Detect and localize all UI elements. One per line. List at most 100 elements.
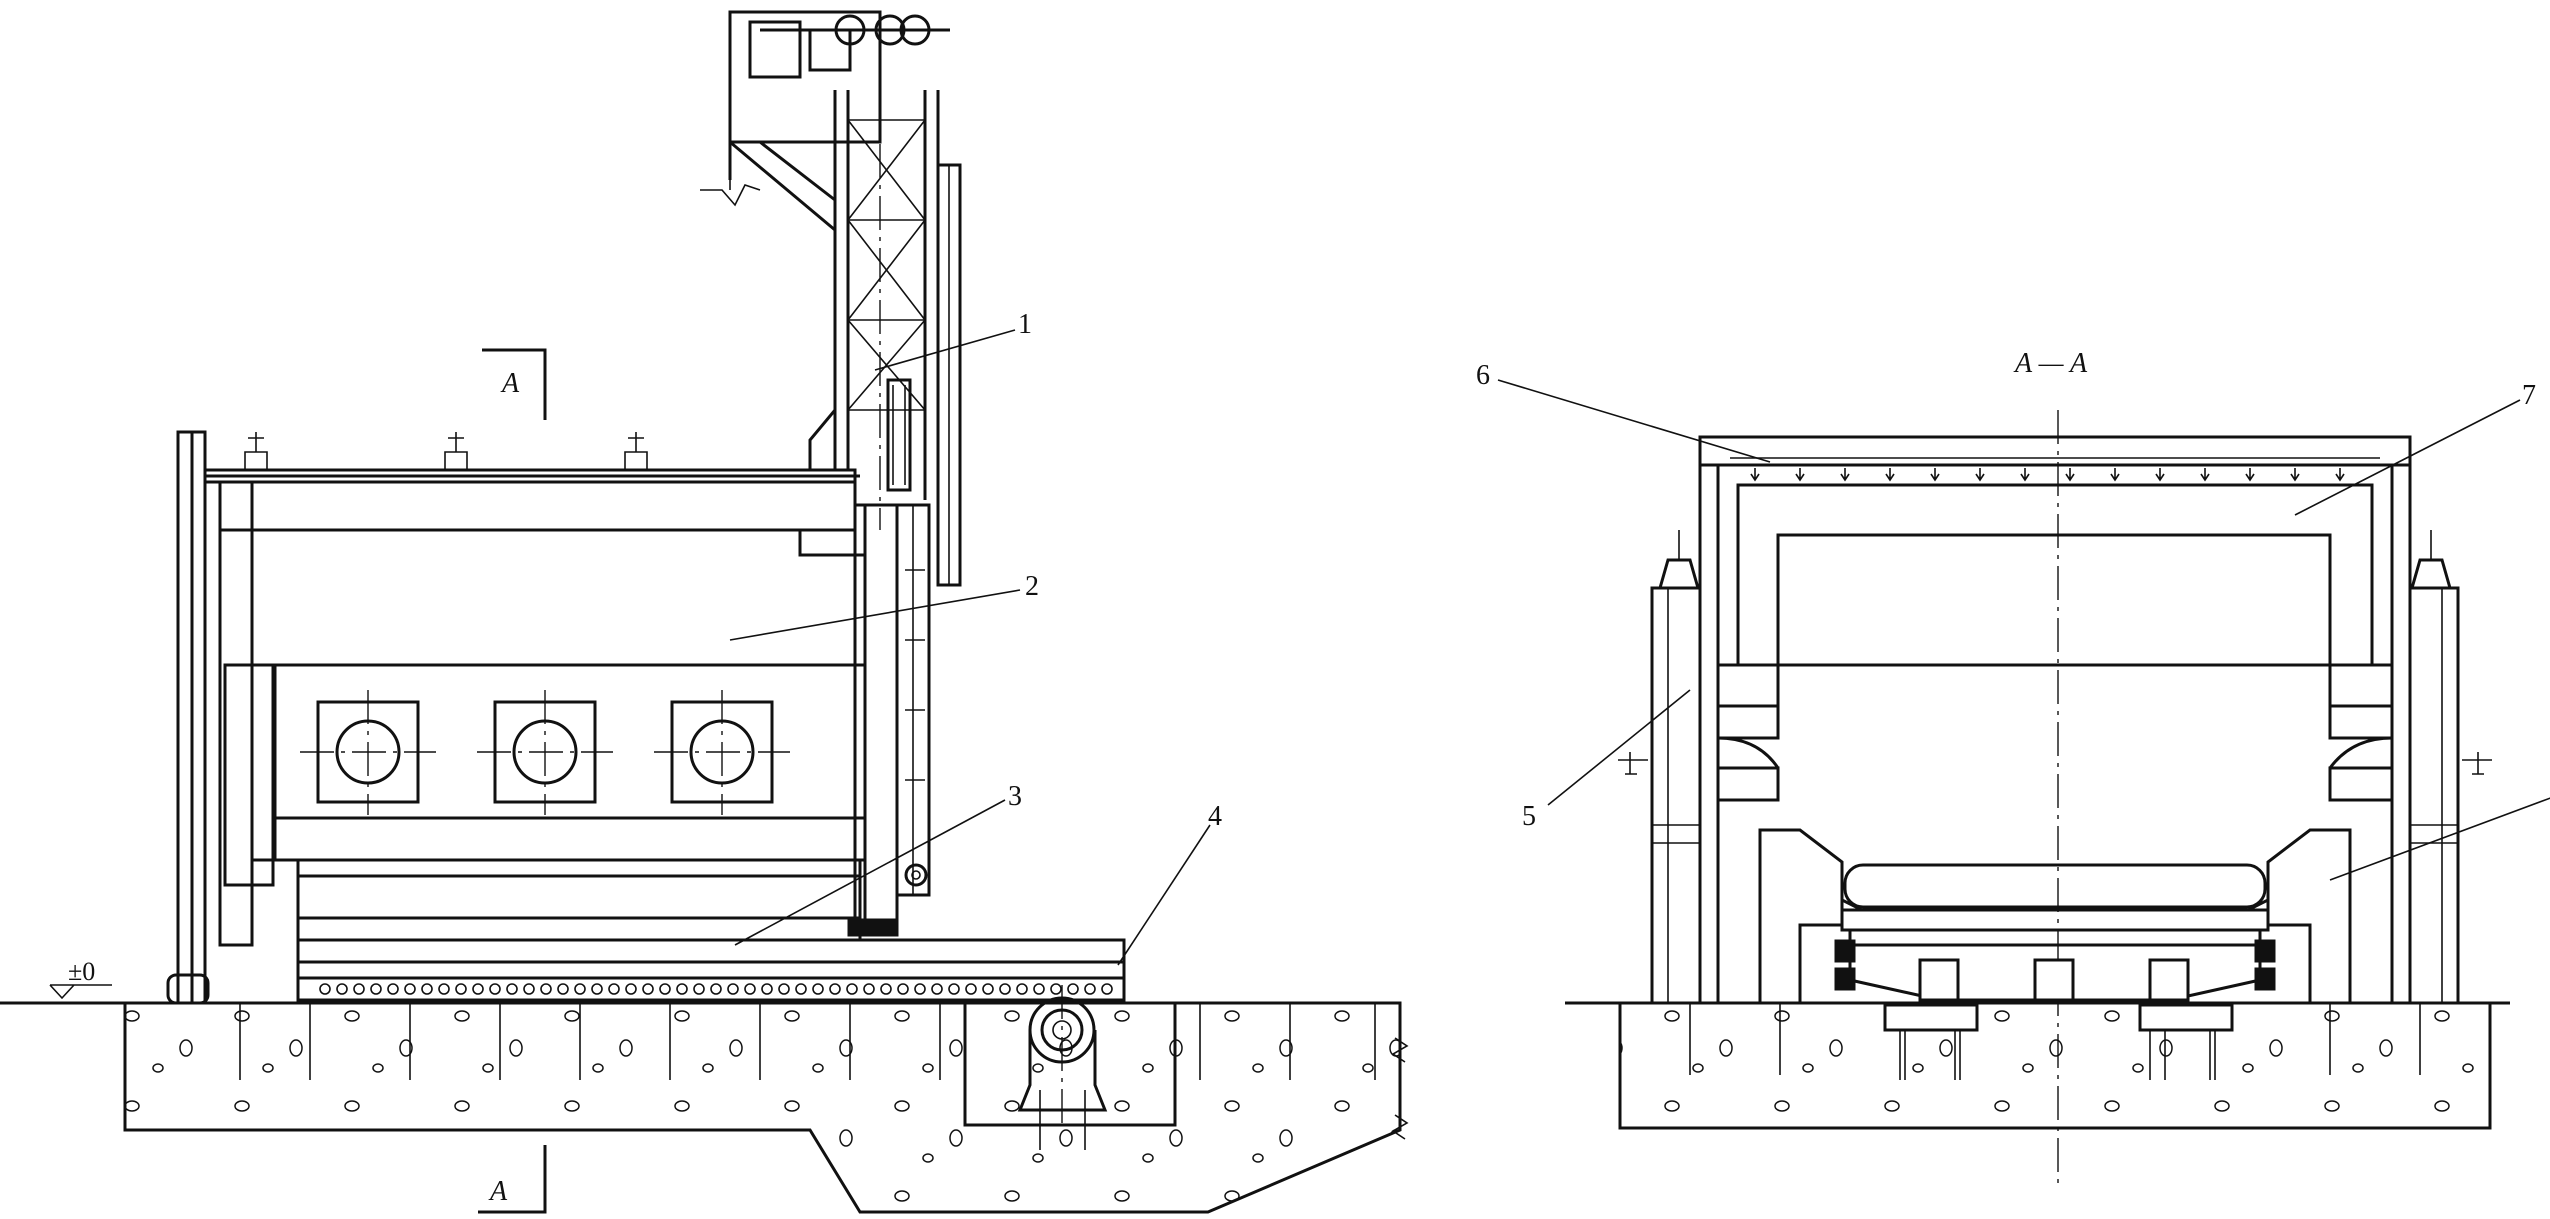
roof-anchor-mark — [2200, 468, 2210, 482]
section-mark-bottom: A — [478, 1145, 547, 1214]
car-wheel — [795, 983, 807, 995]
car-wheel — [948, 983, 960, 995]
section-view-label: A — A — [2013, 348, 2088, 379]
car-wheel — [931, 983, 943, 995]
car-wheel — [438, 983, 450, 995]
furnace-door — [853, 503, 931, 922]
callout-4: 4 — [1117, 801, 1222, 966]
car-wheels — [319, 983, 1113, 995]
side-elevation-view: ±0 — [0, 10, 1409, 1214]
section-mark-top: A — [482, 348, 547, 420]
car-wheel — [404, 983, 416, 995]
car-wheel — [1016, 983, 1028, 995]
callout-2-text: 2 — [1025, 571, 1039, 602]
roof-anchor-mark — [1975, 468, 1985, 482]
section-mark-bottom-text: A — [488, 1176, 508, 1207]
roof-anchor-mark — [2335, 468, 2345, 482]
section-frame — [1698, 435, 2412, 1003]
car-hearth — [296, 858, 1126, 1002]
roof-anchor-mark — [2245, 468, 2255, 482]
car-wheel — [455, 983, 467, 995]
roof-anchor-mark — [1795, 468, 1805, 482]
roof-anchor-mark — [1840, 468, 1850, 482]
section-mark-top-text: A — [500, 368, 520, 399]
car-wheel — [557, 983, 569, 995]
car-wheel — [897, 983, 909, 995]
roof-anchor-mark — [1885, 468, 1895, 482]
car-wheel — [1101, 983, 1113, 995]
car-wheel — [625, 983, 637, 995]
callout-1: 1 — [874, 309, 1032, 371]
section-view-a-a: A — A — [1476, 348, 2550, 1190]
car-wheel — [880, 983, 892, 995]
car-wheel — [387, 983, 399, 995]
car-wheel — [1050, 983, 1062, 995]
car-wheel — [591, 983, 603, 995]
car-wheel — [744, 983, 756, 995]
door-lifting-tower — [700, 10, 962, 587]
roof-anchor-mark — [2290, 468, 2300, 482]
car-wheel — [574, 983, 586, 995]
roof-anchor-mark — [2020, 468, 2030, 482]
roof-anchor-mark — [2065, 468, 2075, 482]
callout-7-text: 7 — [2522, 380, 2536, 411]
roof-anchor-mark — [2155, 468, 2165, 482]
car-wheel — [353, 983, 365, 995]
burner-port — [477, 690, 613, 815]
car-wheel — [999, 983, 1011, 995]
car-wheel — [965, 983, 977, 995]
section-car-hearth — [1834, 863, 2276, 1080]
car-wheel — [319, 983, 331, 995]
roof-anchor-mark — [2110, 468, 2120, 482]
car-wheel — [540, 983, 552, 995]
callout-4-text: 4 — [1208, 801, 1222, 832]
side-columns — [1618, 530, 2492, 1005]
burner-port — [300, 690, 436, 815]
car-wheel — [727, 983, 739, 995]
ground-level-mark: ±0 — [49, 957, 112, 1000]
car-wheel — [914, 983, 926, 995]
car-wheel — [778, 983, 790, 995]
car-wheel — [523, 983, 535, 995]
car-wheel — [336, 983, 348, 995]
car-wheel — [761, 983, 773, 995]
roof-anchor-mark — [1930, 468, 1940, 482]
car-wheel — [421, 983, 433, 995]
car-wheel — [642, 983, 654, 995]
section-side-blocks — [1716, 663, 2394, 802]
section-fiber-lining — [1736, 483, 2374, 667]
ground-level-text: ±0 — [68, 957, 95, 986]
car-wheel — [676, 983, 688, 995]
callout-6: 6 — [1476, 360, 1771, 463]
car-wheel — [608, 983, 620, 995]
car-wheel — [370, 983, 382, 995]
callout-3-text: 3 — [1008, 781, 1022, 812]
burner-port — [654, 690, 790, 815]
foundation-left — [123, 1001, 1409, 1214]
car-drive-mechanism — [1017, 985, 1108, 1150]
callout-6-text: 6 — [1476, 360, 1490, 391]
roof-anchor-mark — [1750, 468, 1760, 482]
car-wheel — [812, 983, 824, 995]
roof-lifting-lugs — [244, 432, 648, 470]
car-wheel — [982, 983, 994, 995]
left-refractory-brick — [223, 663, 275, 887]
car-wheel — [829, 983, 841, 995]
car-wheel — [693, 983, 705, 995]
callout-5: 5 — [1522, 689, 1691, 832]
car-wheel — [1033, 983, 1045, 995]
car-wheel — [472, 983, 484, 995]
car-wheel — [710, 983, 722, 995]
drive-pit — [963, 1001, 1177, 1127]
callout-8: 8 — [2329, 797, 2550, 881]
car-wheel — [846, 983, 858, 995]
callout-3: 3 — [734, 781, 1022, 946]
callout-1-text: 1 — [1018, 309, 1032, 340]
car-wheel — [1067, 983, 1079, 995]
callout-5-text: 5 — [1522, 801, 1536, 832]
car-wheel — [863, 983, 875, 995]
car-wheel — [659, 983, 671, 995]
callout-2: 2 — [729, 571, 1039, 641]
car-wheel — [506, 983, 518, 995]
